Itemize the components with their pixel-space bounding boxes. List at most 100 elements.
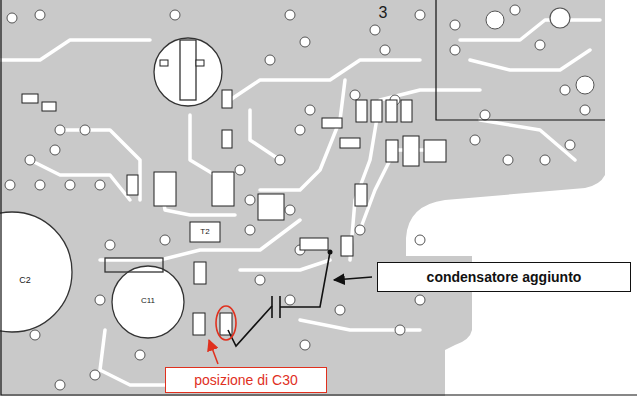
callout-text: condensatore aggiunto bbox=[427, 269, 582, 285]
smd-parts bbox=[322, 118, 342, 128]
pcb-pads bbox=[285, 205, 295, 215]
callout-box: posizione di C30 bbox=[165, 367, 327, 393]
smd-parts bbox=[386, 140, 398, 162]
capacitor-outline bbox=[0, 38, 222, 338]
wire-joint bbox=[328, 250, 333, 255]
pcb-pads bbox=[105, 240, 115, 250]
pcb-board bbox=[0, 0, 605, 396]
pcb-pads bbox=[170, 10, 180, 20]
smd-parts bbox=[127, 175, 138, 195]
smd-parts bbox=[22, 60, 446, 335]
part-name: C11 bbox=[141, 297, 155, 305]
pcb-pads bbox=[50, 145, 60, 155]
pcb-pads bbox=[480, 110, 490, 120]
smd-parts bbox=[160, 60, 168, 66]
smd-parts bbox=[220, 313, 232, 335]
frame-line bbox=[436, 0, 605, 120]
pcb-pads bbox=[370, 25, 380, 35]
smd-parts bbox=[258, 194, 284, 220]
pcb-pads bbox=[160, 235, 170, 245]
pcb-traces bbox=[240, 260, 330, 270]
pcb-traces bbox=[350, 90, 480, 260]
pcb-pads bbox=[295, 125, 305, 135]
pcb-pads bbox=[540, 155, 550, 165]
capacitor-outline bbox=[180, 40, 196, 100]
pcb-pads bbox=[30, 330, 40, 340]
smd-parts bbox=[355, 184, 367, 206]
pcb-pads bbox=[135, 350, 145, 360]
pcb-traces bbox=[100, 220, 300, 260]
part-name: T2 bbox=[200, 228, 209, 236]
smd-parts bbox=[300, 238, 328, 250]
pcb-pads bbox=[55, 380, 65, 390]
leader-arrow bbox=[334, 277, 372, 280]
pcb-pads bbox=[285, 10, 295, 20]
pcb-traces bbox=[460, 20, 600, 40]
pcb-pads bbox=[300, 37, 310, 47]
added-capacitor-wire bbox=[271, 296, 273, 318]
smd-parts bbox=[196, 60, 204, 66]
pcb-pads bbox=[7, 13, 17, 23]
smd-parts bbox=[371, 100, 382, 122]
smd-parts bbox=[222, 130, 232, 148]
pcb-pads bbox=[5, 180, 15, 190]
pcb-traces bbox=[480, 120, 575, 160]
pcb-pads bbox=[470, 135, 480, 145]
highlight-ellipse bbox=[216, 306, 236, 340]
added-capacitor-wire bbox=[228, 252, 330, 346]
smd-parts bbox=[386, 100, 397, 122]
pcb-traces bbox=[260, 80, 345, 190]
smd-parts bbox=[340, 138, 360, 148]
added-capacitor-wire bbox=[280, 252, 330, 307]
pcb-pads bbox=[90, 370, 100, 380]
pcb-pads bbox=[245, 225, 255, 235]
board-number: 3 bbox=[379, 5, 388, 21]
pcb-traces bbox=[470, 50, 590, 70]
pcb-traces bbox=[0, 20, 600, 385]
pcb-pads bbox=[305, 105, 315, 115]
smd-parts bbox=[154, 172, 176, 206]
smd-parts bbox=[356, 100, 367, 122]
pcb-pads bbox=[486, 11, 504, 29]
smd-parts bbox=[190, 222, 220, 242]
capacitor-outline bbox=[105, 258, 163, 272]
pcb-pads bbox=[235, 165, 245, 175]
smd-parts bbox=[194, 262, 206, 284]
pcb-pads bbox=[35, 180, 45, 190]
smd-parts bbox=[222, 90, 232, 108]
added-capacitor-wire bbox=[228, 306, 272, 346]
pcb-pads bbox=[275, 155, 285, 165]
pcb-pads bbox=[55, 125, 65, 135]
pcb-traces bbox=[0, 40, 150, 60]
pcb-pads bbox=[355, 225, 365, 235]
pcb-pads bbox=[0, 5, 594, 390]
pcb-pads bbox=[395, 325, 405, 335]
pcb-traces bbox=[250, 110, 280, 160]
pcb-traces bbox=[30, 160, 130, 200]
pcb-pads bbox=[65, 180, 75, 190]
pcb-pads bbox=[285, 295, 295, 305]
pcb-pads bbox=[565, 140, 575, 150]
pcb-pads bbox=[380, 45, 390, 55]
pcb-pads bbox=[503, 155, 513, 165]
pcb-pads bbox=[415, 235, 425, 245]
pcb-traces bbox=[230, 60, 420, 100]
pcb-pads bbox=[510, 5, 520, 15]
pcb-pads bbox=[580, 105, 590, 115]
capacitor-outline bbox=[0, 212, 72, 332]
callout-box: condensatore aggiunto bbox=[377, 262, 631, 292]
pcb-pads bbox=[80, 125, 90, 135]
pcb-pads bbox=[535, 40, 545, 50]
part-name: C2 bbox=[19, 276, 31, 285]
capacitor-outline bbox=[154, 38, 222, 106]
pcb-pads bbox=[450, 45, 460, 55]
callout-text: posizione di C30 bbox=[194, 372, 298, 388]
pcb-pads bbox=[265, 55, 275, 65]
smd-parts bbox=[22, 94, 38, 103]
smd-parts bbox=[193, 313, 205, 335]
